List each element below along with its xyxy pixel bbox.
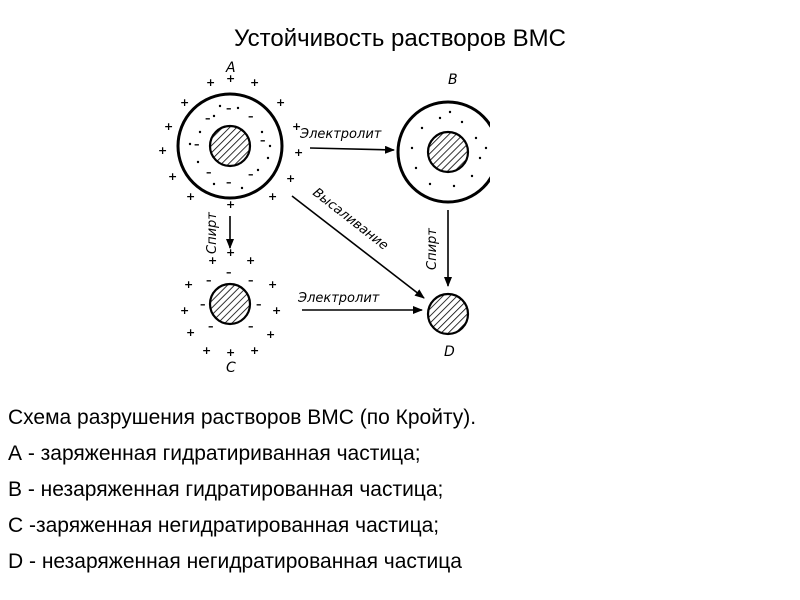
- particle-a: ––– –– ––– +++ ++ ++ ++ ++ ++ + A: [158, 60, 303, 211]
- svg-text:+: +: [250, 344, 259, 357]
- svg-text:+: +: [202, 344, 211, 357]
- svg-text:+: +: [250, 76, 259, 89]
- kruyt-scheme-diagram: ––– –– ––– +++ ++ ++ ++ ++ ++ + A: [158, 60, 490, 376]
- particle-c-inner-charges: ––– –– ––: [200, 266, 262, 333]
- svg-text:–: –: [226, 102, 232, 115]
- svg-text:+: +: [168, 170, 177, 183]
- svg-text:+: +: [226, 72, 235, 85]
- svg-text:+: +: [186, 326, 195, 339]
- svg-text:–: –: [194, 138, 200, 151]
- svg-text:+: +: [226, 198, 235, 211]
- svg-text:+: +: [268, 278, 277, 291]
- caption-heading: Схема разрушения растворов ВМС (по Кройт…: [8, 406, 477, 429]
- svg-text:–: –: [248, 110, 254, 123]
- particle-c-outer-charges: + + + + + + + + + + + +: [180, 246, 281, 359]
- particle-a-hydration-dots: [188, 104, 272, 190]
- particle-b-label: B: [448, 72, 458, 88]
- caption-item-c: С -заряженная негидратированная частица;: [8, 514, 440, 537]
- svg-text:+: +: [266, 328, 275, 341]
- svg-text:+: +: [208, 254, 217, 267]
- particle-d-label: D: [444, 344, 455, 360]
- svg-text:+: +: [206, 76, 215, 89]
- svg-text:+: +: [180, 304, 189, 317]
- svg-text:–: –: [226, 266, 232, 279]
- svg-text:+: +: [272, 304, 281, 317]
- svg-text:+: +: [158, 144, 167, 157]
- svg-text:+: +: [286, 172, 295, 185]
- particle-b-hydration-dots: [410, 110, 488, 188]
- svg-text:–: –: [248, 320, 254, 333]
- slide-title: Устойчивость растворов ВМС: [234, 25, 566, 52]
- arrow-a-to-c-label: Спирт: [205, 212, 220, 254]
- svg-text:+: +: [184, 278, 193, 291]
- particle-d-core: [426, 292, 470, 336]
- svg-text:+: +: [180, 96, 189, 109]
- particle-c-label: C: [226, 360, 236, 376]
- particle-b-core: [426, 130, 470, 174]
- scheme-caption: Схема разрушения растворов ВМС (по Кройт…: [8, 400, 788, 580]
- caption-item-a: А - заряженная гидратириванная частица;: [8, 442, 421, 465]
- particle-b: B: [396, 72, 490, 204]
- arrow-b-to-d-label: Спирт: [425, 228, 440, 270]
- svg-text:–: –: [206, 274, 212, 287]
- caption-item-b: В - незаряженная гидратированная частица…: [8, 478, 444, 501]
- arrow-c-to-d-label: Электролит: [297, 291, 380, 306]
- svg-text:+: +: [268, 190, 277, 203]
- particle-a-outer-charges: +++ ++ ++ ++ ++ ++ +: [158, 72, 303, 211]
- svg-text:+: +: [164, 120, 173, 133]
- svg-text:+: +: [246, 254, 255, 267]
- svg-text:+: +: [292, 120, 301, 133]
- arrow-a-to-b-label: Электролит: [299, 127, 382, 142]
- particle-d: D: [426, 292, 470, 360]
- svg-text:–: –: [260, 134, 266, 147]
- particle-a-inner-charges: ––– –– –––: [194, 102, 266, 189]
- particle-c-core: [208, 282, 252, 326]
- svg-text:+: +: [294, 146, 303, 159]
- svg-text:–: –: [208, 320, 214, 333]
- particle-c: ––– –– –– +++ ++ ++ ++ +++ C: [180, 246, 281, 376]
- svg-text:+: +: [186, 190, 195, 203]
- svg-text:–: –: [248, 168, 254, 181]
- svg-text:–: –: [226, 176, 232, 189]
- arrow-a-to-b: [309, 145, 395, 154]
- svg-text:+: +: [226, 246, 235, 259]
- svg-text:–: –: [256, 298, 262, 311]
- svg-text:–: –: [205, 112, 211, 125]
- svg-text:+: +: [276, 96, 285, 109]
- svg-text:–: –: [248, 274, 254, 287]
- svg-text:+: +: [226, 346, 235, 359]
- svg-text:–: –: [206, 166, 212, 179]
- particle-a-core: [208, 124, 252, 168]
- arrow-a-to-d: [291, 195, 425, 299]
- svg-text:–: –: [200, 298, 206, 311]
- particle-a-label: A: [225, 60, 236, 76]
- caption-item-d: D - незаряженная негидратированная части…: [8, 550, 462, 573]
